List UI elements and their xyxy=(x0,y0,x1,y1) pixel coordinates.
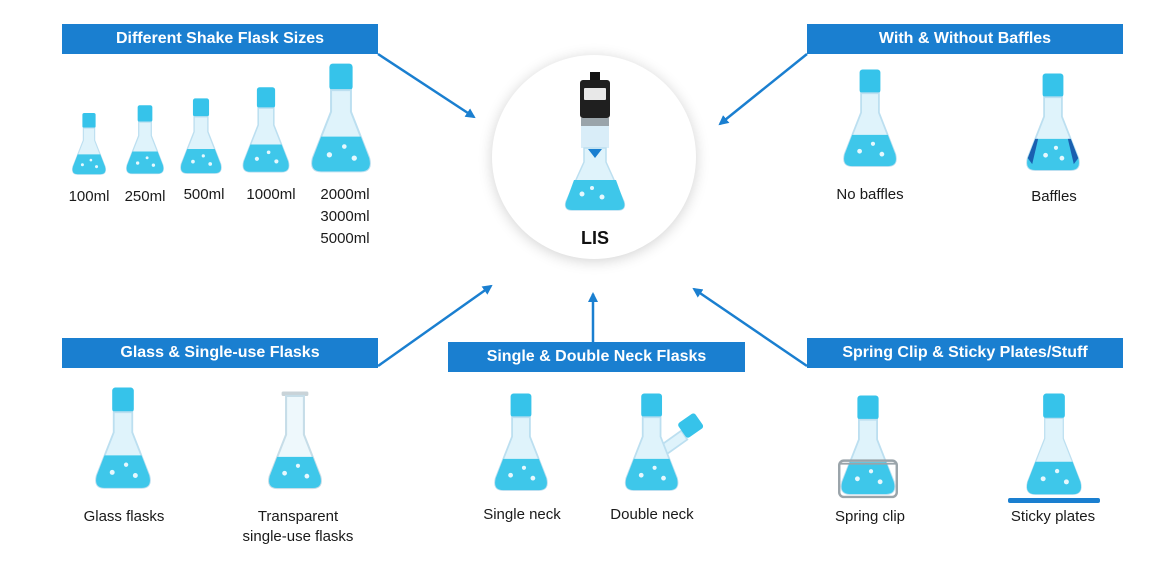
flask-single-use-icon xyxy=(268,391,322,490)
lis-label: LIS xyxy=(580,228,609,248)
arrow-glass xyxy=(377,284,493,368)
label-100ml: 100ml xyxy=(68,188,110,205)
banner-baffles: With & Without Baffles xyxy=(807,24,1123,54)
flask-sticky-plate-icon xyxy=(1008,393,1100,503)
flask-250ml-icon xyxy=(126,105,164,175)
arrow-clip xyxy=(692,287,808,368)
flask-100ml-icon xyxy=(71,112,107,175)
banner-neck-flasks: Single & Double Neck Flasks xyxy=(448,342,745,372)
banner-shake-flask-sizes: Different Shake Flask Sizes xyxy=(62,24,378,54)
banner-spring-clip-sticky: Spring Clip & Sticky Plates/Stuff xyxy=(807,338,1123,368)
label-5000ml: 5000ml xyxy=(320,230,370,247)
label-250ml: 250ml xyxy=(124,188,166,205)
flask-1000ml-icon xyxy=(242,87,290,173)
flask-no-baffles-icon xyxy=(843,69,897,167)
label-single-neck: Single neck xyxy=(483,506,561,523)
label-baffles: Baffles xyxy=(1031,188,1077,205)
label-glass-flasks: Glass flasks xyxy=(83,508,165,525)
flask-500ml-icon xyxy=(180,98,222,174)
label-transparent: Transparent xyxy=(257,508,339,525)
flask-single-neck-icon xyxy=(494,393,548,491)
arrow-baffles xyxy=(718,53,808,126)
flask-glass-icon xyxy=(95,387,151,489)
label-sticky-plates: Sticky plates xyxy=(1010,508,1096,525)
label-2000ml: 2000ml xyxy=(320,186,370,203)
label-spring-clip: Spring clip xyxy=(834,508,906,525)
label-500ml: 500ml xyxy=(183,186,225,203)
flask-baffles-icon xyxy=(1026,73,1080,171)
arrow-sizes xyxy=(377,52,476,119)
flask-spring-clip-icon xyxy=(838,395,898,499)
label-3000ml: 3000ml xyxy=(320,208,370,225)
lis-device-icon xyxy=(564,72,626,211)
flask-2000ml-icon xyxy=(311,63,371,173)
flask-double-neck-icon xyxy=(624,393,704,491)
label-no-baffles: No baffles xyxy=(836,186,904,203)
label-double-neck: Double neck xyxy=(610,506,694,523)
banner-glass-single-use: Glass & Single-use Flasks xyxy=(62,338,378,368)
label-single-use-flasks: single-use flasks xyxy=(242,528,354,545)
label-1000ml: 1000ml xyxy=(246,186,296,203)
